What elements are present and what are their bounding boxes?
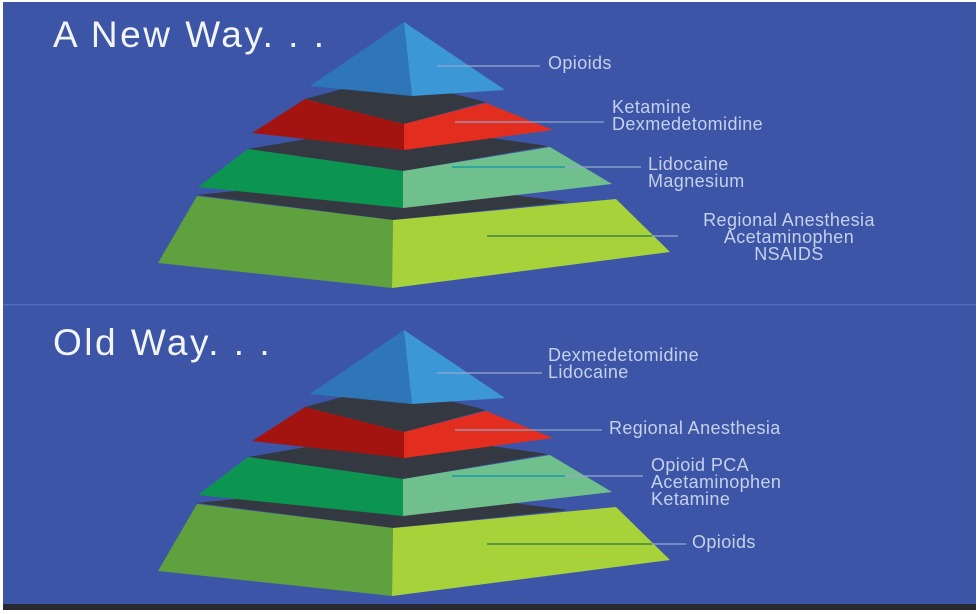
connector-lines-old xyxy=(437,372,686,545)
label-new-tier1: Opioids xyxy=(548,53,612,73)
label-new-tier3: Lidocaine Magnesium xyxy=(648,154,745,191)
bottom-dark-strip xyxy=(3,604,976,610)
connector-lines-new xyxy=(437,65,678,237)
label-new-tier2: Ketamine Dexmedetomidine xyxy=(612,97,764,134)
section-divider xyxy=(3,304,976,306)
label-old-tier1: Dexmedetomidine Lidocaine xyxy=(548,345,700,382)
label-old-tier3: Opioid PCA Acetaminophen Ketamine xyxy=(651,455,782,509)
label-old-tier4: Opioids xyxy=(692,532,756,552)
section-title-new-way: A New Way. . . xyxy=(53,14,327,55)
label-old-tier2: Regional Anesthesia xyxy=(609,418,781,438)
section-title-old-way: Old Way. . . xyxy=(53,322,273,363)
label-new-tier4: Regional Anesthesia Acetaminophen NSAIDS xyxy=(703,210,875,264)
